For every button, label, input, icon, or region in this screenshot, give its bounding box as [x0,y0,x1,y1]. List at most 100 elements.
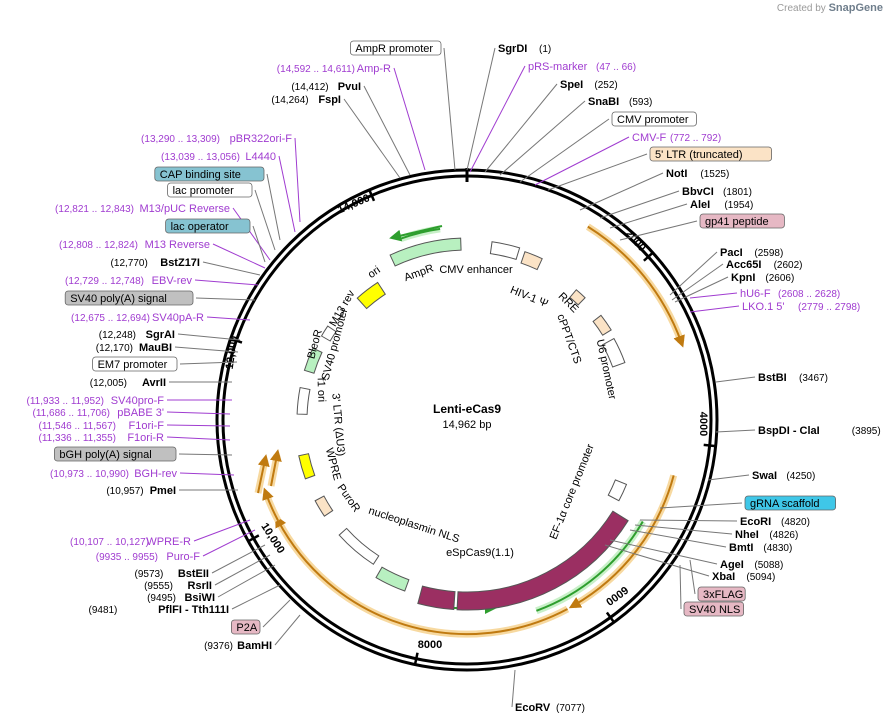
label-fspi[interactable]: FspI [318,94,341,106]
label-box-cmv-promoter[interactable] [611,111,697,127]
leader-m13-puc-reverse [232,207,271,261]
label-ebv-rev[interactable]: EBV-rev [152,275,193,287]
label-avrii[interactable]: AvrII [142,377,166,389]
label-xbai[interactable]: XbaI [712,571,735,583]
label-pvui[interactable]: PvuI [338,81,361,93]
label-box-grna-scaffold[interactable] [744,495,836,511]
label-bmti[interactable]: BmtI [729,542,753,554]
pos-alei: (1954) [724,200,753,211]
feature-u6-promoter [601,337,626,368]
feature-label-f1-ori: f1 ori [315,377,328,402]
label-bspdi-clai[interactable]: BspDI - ClaI [758,425,820,437]
label-box-ampr-promoter[interactable] [349,40,442,56]
feature-3-ltr-u3 [314,495,334,517]
label-box-3xflag[interactable] [697,586,746,602]
label-bsiwi[interactable]: BsiWI [184,592,215,604]
label-box-p2a[interactable] [230,619,261,635]
orange-short-0 [257,454,270,494]
label-puro-f[interactable]: Puro-F [166,551,200,563]
label-bstz17i[interactable]: BstZ17I [160,257,200,269]
feature-ori [356,281,386,310]
leader-f1ori-f [166,424,231,427]
label-amp-r[interactable]: Amp-R [357,63,391,75]
leader-bamhi [274,614,301,646]
feature-label-espcas9-1-1: eSpCas9(1.1) [446,547,514,559]
label-sv40pro-f[interactable]: SV40pro-F [111,395,164,407]
leader-bsteii [211,544,266,574]
pos-bmti: (4830) [763,543,792,554]
pos-nhei: (4826) [769,530,798,541]
label-kpni[interactable]: KpnI [731,272,755,284]
label-ecorv[interactable]: EcoRV [515,702,551,714]
green-arrow-ampr [389,225,443,242]
leader-ecori [639,519,738,522]
leader-bmti [629,529,727,548]
plasmid-length: 14,962 bp [443,419,492,431]
leader-sv40pa-r [206,316,251,321]
label-box-sv40-poly-a-signal[interactable] [64,290,194,306]
label-ampr-promoter: AmpR promoter [355,43,433,55]
label-nhei[interactable]: NheI [735,529,759,541]
label-ecori[interactable]: EcoRI [740,516,771,528]
leader-wpre-r [193,519,251,542]
label-box-sv40-nls[interactable] [683,601,744,617]
snapgene-brand: Created by SnapGene [777,2,883,14]
label-f1ori-r[interactable]: F1ori-R [127,432,164,444]
leader-lko-1-5 [689,305,740,313]
leader-paci [669,251,718,296]
label-box-lac-operator[interactable] [165,218,251,234]
label-bsteii[interactable]: BstEII [178,568,209,580]
label-box-em7-promoter[interactable] [92,356,178,372]
label-pbr322ori-f[interactable]: pBR322ori-F [230,133,293,145]
label-agei[interactable]: AgeI [720,559,744,571]
label-sv40pa-r[interactable]: SV40pA-R [152,312,204,324]
pos-pmei: (10,957) [106,486,143,497]
label-spei[interactable]: SpeI [560,79,583,91]
feature-sv40-promoter [296,386,311,415]
label-bgh-rev[interactable]: BGH-rev [134,468,177,480]
label-box-5-ltr-truncated[interactable] [649,146,772,162]
label-box-lac-promoter[interactable] [167,182,253,198]
label-l4440[interactable]: L4440 [245,151,276,163]
label-sgrdi[interactable]: SgrDI [498,43,527,55]
label-lko-1-5[interactable]: LKO.1 5' [742,301,784,313]
label-bamhi[interactable]: BamHI [237,640,272,652]
label-rsrii[interactable]: RsrII [188,580,212,592]
pos-agei: (5088) [754,560,783,571]
label-pmei[interactable]: PmeI [150,485,176,497]
label-hu6-f[interactable]: hU6-F [740,288,771,300]
label-m13-reverse[interactable]: M13 Reverse [145,239,210,251]
label-swai[interactable]: SwaI [752,470,777,482]
leader-em7-promoter [179,361,238,365]
pos-pbr322ori-f: (13,290 .. 13,309) [141,134,220,145]
leader-bgh-poly-a-signal [178,453,233,456]
orange-arc-3 [262,487,279,521]
label-paci[interactable]: PacI [720,247,743,259]
label-cmv-f[interactable]: CMV-F [632,132,667,144]
label-alei[interactable]: AleI [690,199,710,211]
tick-mark-2000 [643,251,654,262]
label-snabi[interactable]: SnaBI [588,96,619,108]
label-bstbi[interactable]: BstBI [758,372,787,384]
label-pflfi-tth111i[interactable]: PflFI - Tth111I [158,604,229,616]
label-m13-puc-reverse[interactable]: M13/pUC Reverse [140,203,230,215]
label-bbvci[interactable]: BbvCI [682,186,714,198]
label-prs-marker[interactable]: pRS-marker [528,61,588,73]
leader-cap-binding-site [266,173,281,241]
feature-wpre [338,527,380,565]
label-wpre-r[interactable]: WPRE-R [146,536,191,548]
label-sgrai[interactable]: SgrAI [146,329,175,341]
label-pbabe-3[interactable]: pBABE 3' [117,407,164,419]
label-box-bgh-poly-a-signal[interactable] [54,446,177,462]
label-acc65i[interactable]: Acc65I [726,259,761,271]
brand-name: SnapGene [828,2,883,14]
label-f1ori-f[interactable]: F1ori-F [129,420,165,432]
feature-label-nucleoplasmin-nls: nucleoplasmin NLS [367,505,461,546]
label-noti[interactable]: NotI [666,168,687,180]
leader-bstz17i [202,261,261,276]
pos-lko-1-5: (2779 .. 2798) [798,302,860,313]
label-box-cap-binding-site[interactable] [154,166,265,182]
label-maubi[interactable]: MauBI [139,342,172,354]
leader-m13-reverse [212,243,266,269]
label-box-gp41-peptide[interactable] [699,213,785,229]
